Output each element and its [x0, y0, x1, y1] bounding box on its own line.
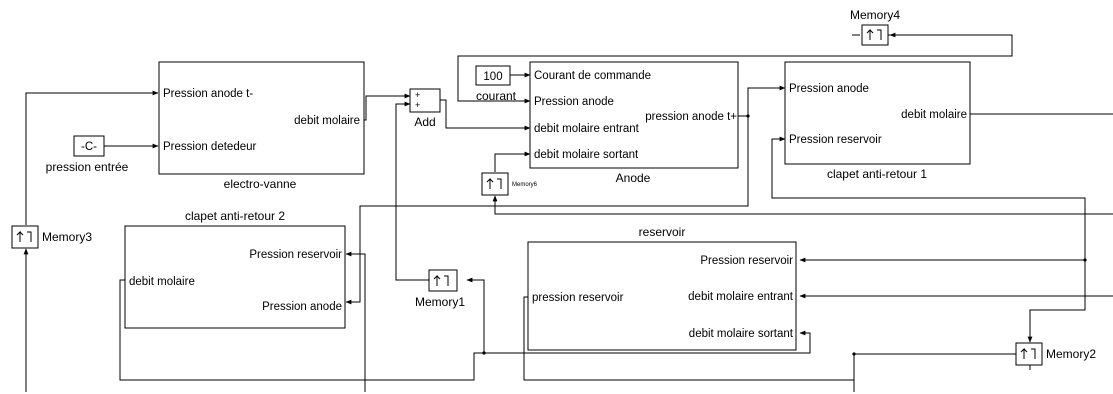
clapet-1-output-debit: debit molaire: [901, 109, 967, 121]
junction-dots: [482, 114, 1087, 356]
clapet-1-input-pression-reservoir: Pression reservoir: [789, 134, 882, 146]
add-sign-1: +: [415, 90, 420, 100]
memory6-label: Memory6: [512, 182, 538, 188]
electro-vanne-input-pression-anode: Pression anode t-: [163, 88, 253, 100]
anode-input-pression: Pression anode: [534, 96, 614, 108]
memory3-label: Memory3: [42, 230, 92, 244]
memory-icon: [16, 230, 32, 242]
clapet-2-input-pression-reservoir: Pression reservoir: [249, 249, 342, 261]
courant-value: 100: [483, 71, 502, 83]
electro-vanne-block[interactable]: Pression anode t- Pression detedeur debi…: [158, 61, 365, 191]
memory-icon: [433, 274, 449, 286]
pression-entree-label: pression entrée: [46, 160, 129, 174]
memory3-block[interactable]: Memory3: [11, 225, 92, 249]
anode-input-debit-sortant: debit molaire sortant: [534, 149, 639, 161]
courant-constant[interactable]: 100 courant: [475, 65, 517, 103]
reservoir-input-debit-entrant: debit molaire entrant: [688, 291, 794, 303]
clapet-2-block[interactable]: Pression reservoir Pression anode debit …: [124, 209, 346, 329]
electro-vanne-input-pression-detedeur: Pression detedeur: [163, 141, 257, 153]
memory2-block[interactable]: Memory2: [1015, 342, 1096, 366]
courant-label: courant: [476, 89, 517, 103]
anode-block[interactable]: Courant de commande Pression anode debit…: [529, 61, 739, 185]
add-sign-2: +: [415, 100, 420, 110]
reservoir-output-pression: pression reservoir: [532, 292, 624, 304]
pression-entree-constant[interactable]: -C- pression entrée: [46, 135, 129, 174]
pression-entree-value: -C-: [81, 141, 97, 153]
add-block[interactable]: + + Add: [409, 88, 441, 129]
reservoir-input-debit-sortant: debit molaire sortant: [689, 328, 794, 340]
anode-output-pression: pression anode t+: [645, 111, 737, 123]
add-title: Add: [414, 115, 435, 129]
reservoir-input-pression: Pression reservoir: [700, 255, 793, 267]
anode-input-debit-entrant: debit molaire entrant: [534, 123, 640, 135]
reservoir-block[interactable]: Pression reservoir debit molaire entrant…: [527, 225, 797, 351]
clapet-2-output-debit: debit molaire: [129, 276, 195, 288]
memory1-label: Memory1: [415, 295, 465, 309]
memory6-block[interactable]: Memory6: [481, 172, 538, 196]
clapet-1-block[interactable]: Pression anode Pression reservoir debit …: [784, 61, 971, 181]
clapet-1-title: clapet anti-retour 1: [827, 167, 927, 181]
memory1-block[interactable]: Memory1: [415, 269, 465, 309]
memory-icon: [486, 177, 502, 189]
anode-input-courant: Courant de commande: [534, 70, 651, 82]
anode-title: Anode: [616, 171, 651, 185]
electro-vanne-output-debit: debit molaire: [294, 115, 360, 127]
reservoir-title: reservoir: [639, 225, 686, 239]
memory4-label: Memory4: [850, 8, 900, 22]
memory2-label: Memory2: [1046, 347, 1096, 361]
memory-icon: [1020, 347, 1036, 359]
clapet-1-input-pression-anode: Pression anode: [789, 83, 869, 95]
memory-icon: [866, 28, 882, 40]
clapet-2-title: clapet anti-retour 2: [185, 209, 285, 223]
memory4-block[interactable]: Memory4: [850, 8, 900, 46]
electro-vanne-title: electro-vanne: [224, 177, 297, 191]
clapet-2-input-pression-anode: Pression anode: [262, 301, 342, 313]
